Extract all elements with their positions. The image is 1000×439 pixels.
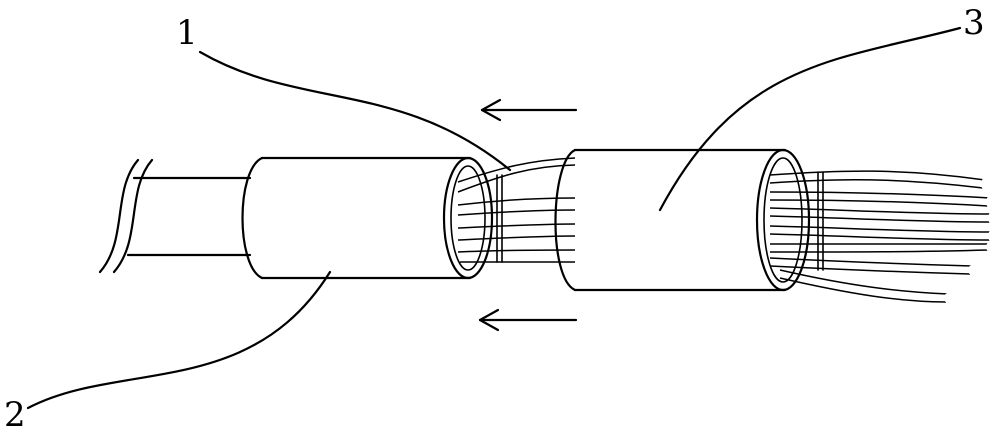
arrow-upper	[480, 98, 578, 122]
callout-label-1: 1	[176, 13, 198, 53]
sleeve-3	[554, 148, 811, 292]
leader-line-1	[198, 50, 512, 172]
cable-break-mark	[112, 158, 154, 274]
cable-break-mark	[98, 158, 140, 274]
sleeve-2	[241, 156, 494, 280]
callout-label-3: 3	[963, 3, 985, 43]
leader-line-3	[658, 26, 962, 212]
wire-ends	[769, 170, 996, 303]
wire-bundle	[457, 157, 576, 263]
leader-line-2	[26, 270, 332, 410]
callout-label-2: 2	[4, 395, 26, 435]
arrow-lower	[478, 308, 578, 332]
